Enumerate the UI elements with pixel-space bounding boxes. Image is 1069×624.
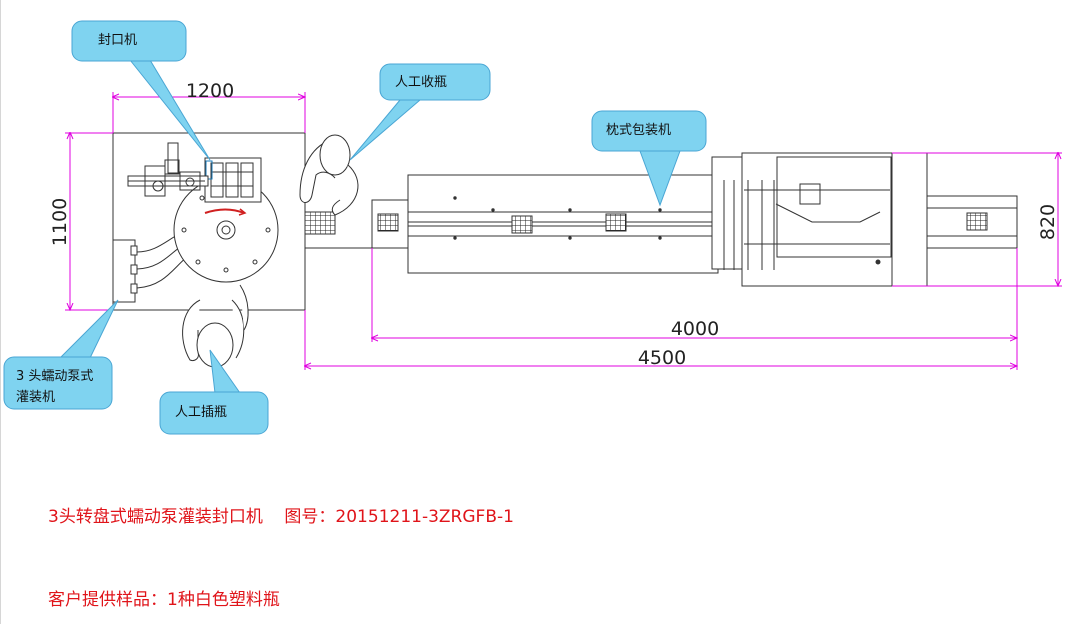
- dimension-left-height: 1100: [49, 198, 71, 246]
- operator-insert: [182, 284, 249, 368]
- product-pack: [605, 213, 627, 232]
- page-left-rule: [0, 0, 1, 624]
- callout-manual-insert-label: 人工插瓶: [175, 405, 227, 420]
- dimension-lines: [65, 92, 1062, 370]
- dimension-inner-length: 4000: [671, 318, 719, 340]
- operator-collect: [299, 134, 359, 216]
- packer-head: [711, 156, 745, 270]
- callout-manual-collect-label: 人工收瓶: [395, 75, 447, 90]
- callout-pillow-pack: 枕式包装机: [591, 110, 707, 207]
- packer-conveyor: [407, 174, 719, 274]
- product-pack: [511, 215, 533, 234]
- drawing-title: 3头转盘式蠕动泵灌装封口机 图号：20151211-3ZRGFB-1: [48, 507, 514, 527]
- callout-manual-insert: 人工插瓶: [159, 349, 269, 435]
- callout-sealer: 封口机: [71, 20, 211, 161]
- sample-note: 客户提供样品：1种白色塑料瓶: [48, 590, 280, 610]
- callout-sealer-label: 封口机: [98, 33, 137, 48]
- callout-filler: 3 头蠕动泵式 灌装机: [3, 299, 119, 410]
- callout-pillow-pack-label: 枕式包装机: [606, 123, 671, 138]
- pillow-packer: [371, 152, 1018, 287]
- dimension-top-width: 1200: [186, 80, 234, 102]
- dimension-total-length: 4500: [638, 347, 686, 369]
- callout-filler-line1: 3 头蠕动泵式: [16, 369, 93, 384]
- dimension-right-height: 820: [1037, 204, 1059, 240]
- callout-filler-line2: 灌装机: [16, 390, 55, 405]
- filler-station: [112, 132, 372, 311]
- bottle-chute: [304, 211, 336, 235]
- callout-manual-collect: 人工收瓶: [349, 63, 491, 161]
- sealer-unit: [204, 157, 262, 203]
